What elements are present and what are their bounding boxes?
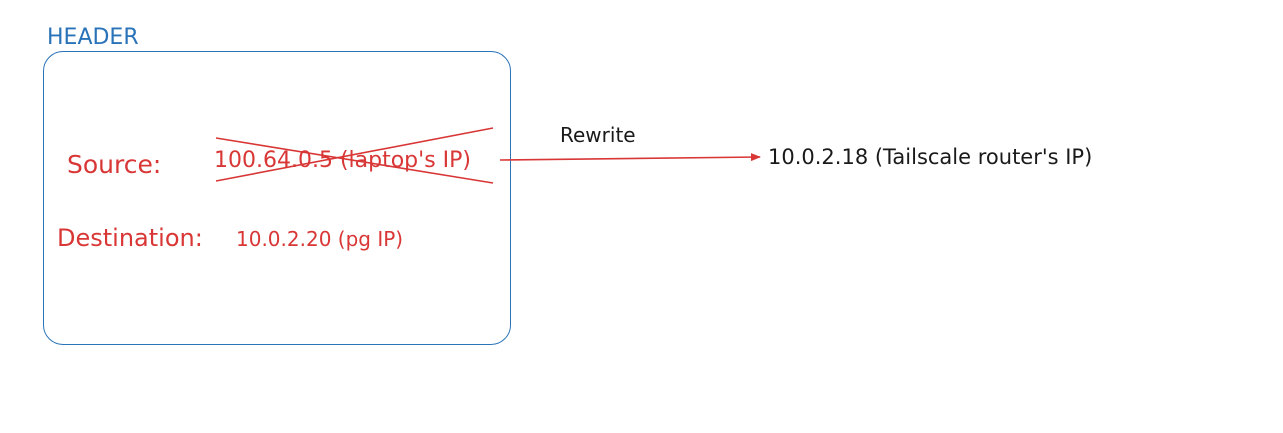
header-title: HEADER xyxy=(47,25,139,50)
strike-line-down xyxy=(215,137,494,184)
rewrite-arrow xyxy=(499,153,761,162)
header-box xyxy=(43,51,511,345)
rewrite-label: Rewrite xyxy=(560,123,636,147)
rewritten-source-value: 10.0.2.18 (Tailscale router's IP) xyxy=(768,145,1093,169)
source-value-crossed-out: 100.64.0.5 (laptop's IP) xyxy=(214,148,471,173)
source-label: Source: xyxy=(67,150,162,179)
destination-label: Destination: xyxy=(57,224,203,252)
strike-line-up xyxy=(215,127,494,182)
destination-value: 10.0.2.20 (pg IP) xyxy=(236,227,404,251)
